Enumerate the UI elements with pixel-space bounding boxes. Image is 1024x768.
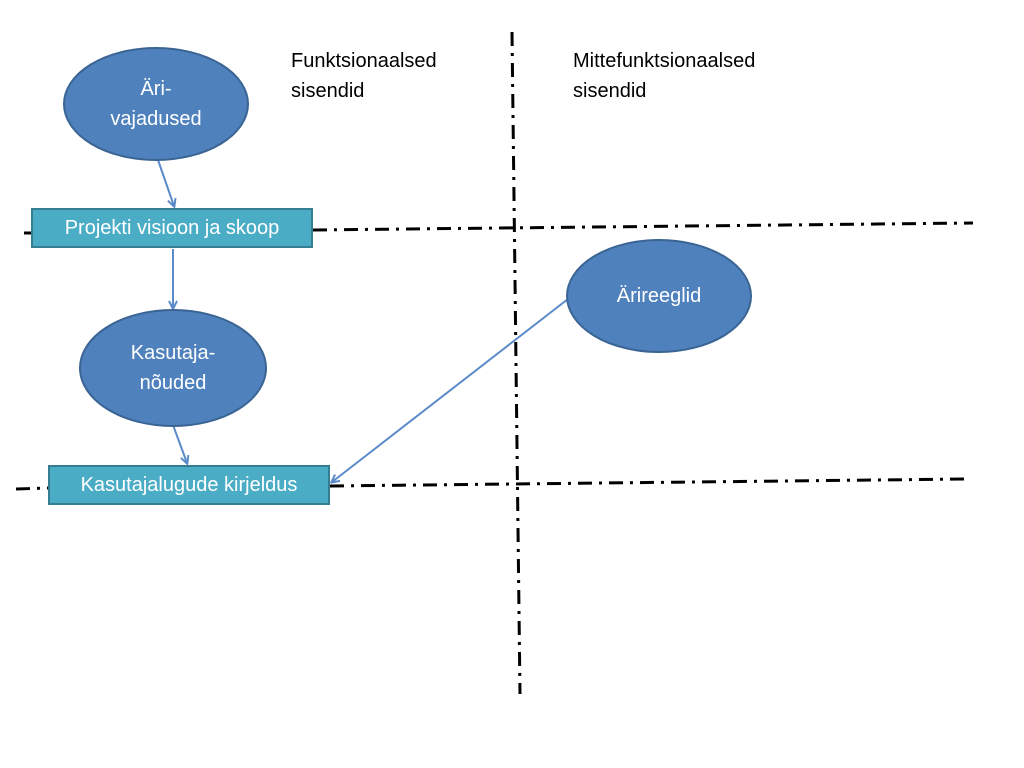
heading-nonfunctional-inputs: Mittefunktsionaalsed sisendid [573,46,755,106]
kasutajalugude-box: Kasutajalugude kirjeldus [48,465,330,505]
horizontal-divider-top [312,221,974,232]
heading-nonfunctional-line-1: Mittefunktsionaalsed [573,50,756,72]
heading-functional-line-2: sisendid [291,80,365,102]
arireeglid-node [566,239,752,353]
projekti-visioon-box: Projekti visioon ja skoop [31,208,313,248]
ari-vajadused-label: Äri- vajadused [64,48,248,160]
ari-vajadused-line-2: vajadused [110,108,202,130]
kasutaja-noudmed-line-2: nõuded [139,372,207,394]
arrow-ari-to-projekti [157,159,174,206]
projekti-visioon-text: Projekti visioon ja skoop [64,216,280,239]
kasutaja-noudmed-label: Kasutaja- nõuded [80,310,266,426]
vertical-divider [510,31,522,695]
heading-nonfunctional-line-2: sisendid [573,80,647,102]
arireeglid-label: Ärireeglid [567,240,751,352]
arrow-kasutaja-to-kasutajalugude [172,424,187,463]
kasutaja-noudmed-node [79,309,267,427]
horizontal-divider-bottom-left [15,486,49,491]
arireeglid-text: Ärireeglid [616,285,702,307]
horizontal-divider-bottom [329,477,967,488]
heading-functional-line-1: Funktsionaalsed [291,50,437,72]
arrow-reeglid-to-kasutajalugude [332,298,569,482]
ari-vajadused-line-1: Äri- [140,78,172,100]
heading-functional-inputs: Funktsionaalsed sisendid [291,46,437,106]
kasutaja-noudmed-line-1: Kasutaja- [130,342,216,364]
kasutajalugude-text: Kasutajalugude kirjeldus [80,473,298,496]
ari-vajadused-node [63,47,249,161]
